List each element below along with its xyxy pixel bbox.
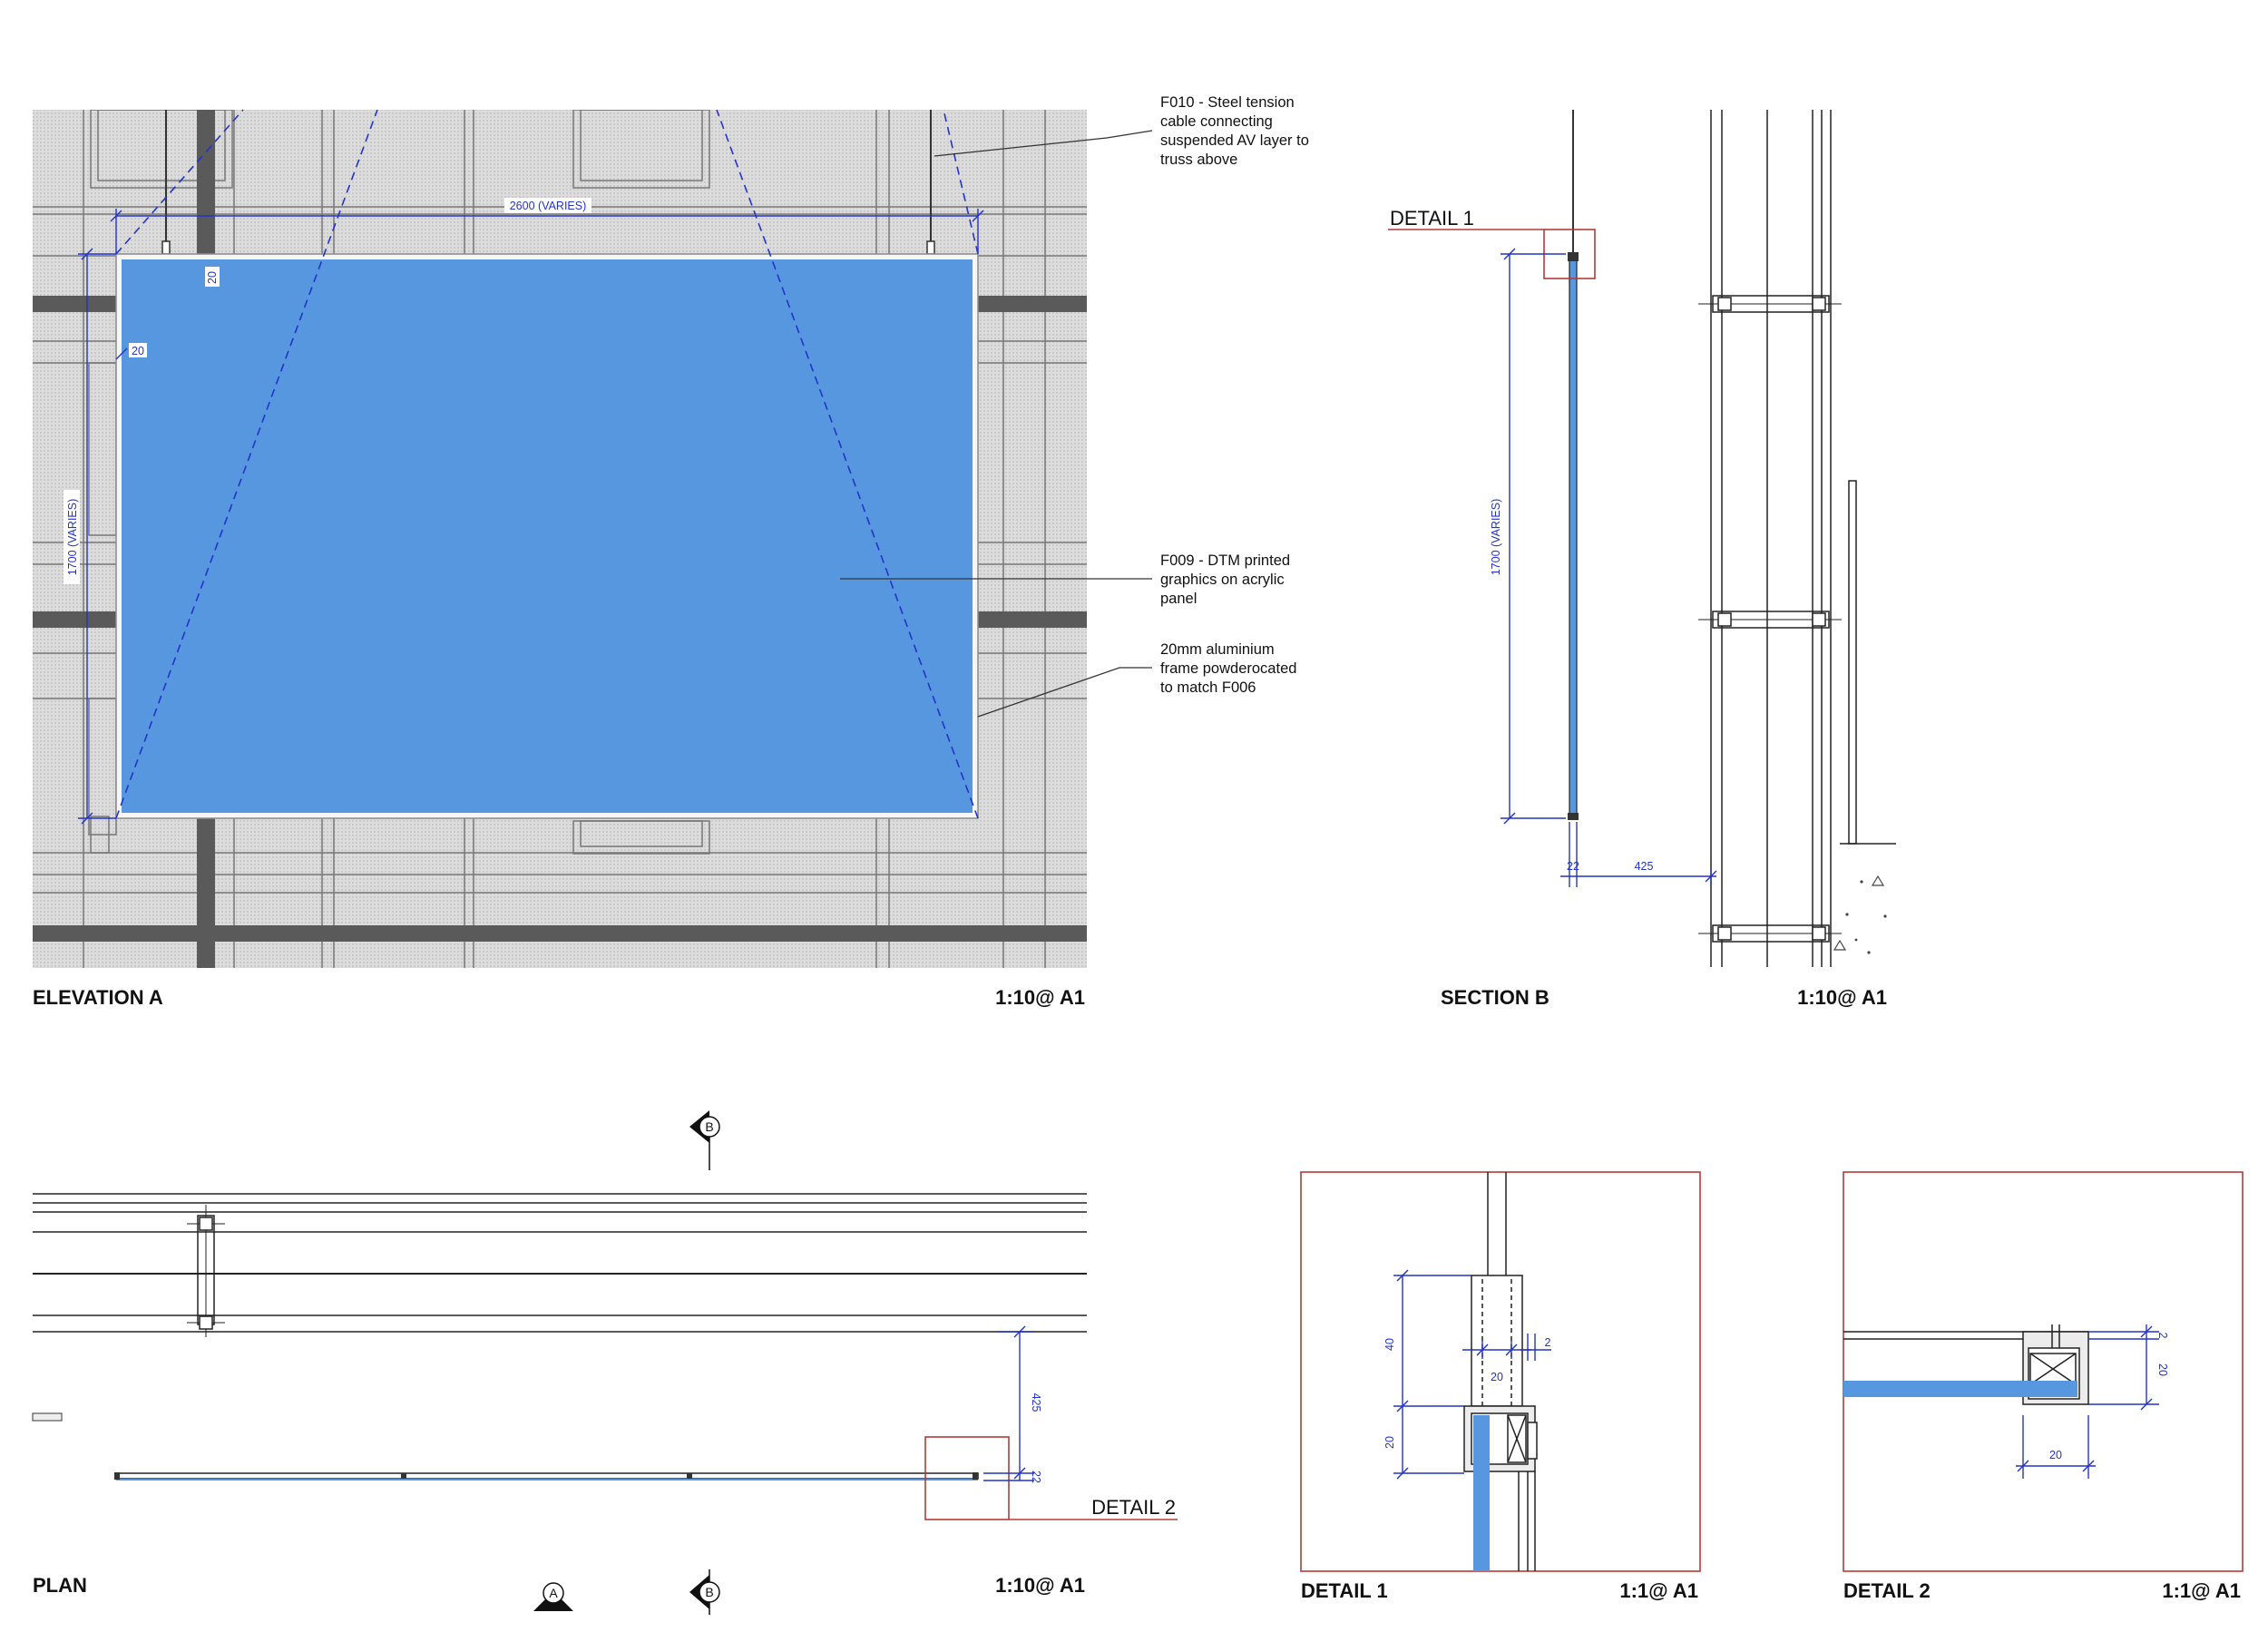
cable-fixing-left	[161, 240, 171, 255]
note-frame-line-3: to match F006	[1160, 679, 1256, 696]
note-f010: F010 - Steel tension cable connecting su…	[1160, 94, 1309, 168]
plan-scale: 1:10@ A1	[995, 1574, 1085, 1597]
elevation-a: 2600 (VARIES) 20 20 1700 (VARIES) F010 -…	[33, 94, 1309, 1009]
note-f010-line-3: suspended AV layer to	[1160, 132, 1309, 149]
cable-fixing-right	[926, 240, 935, 255]
detail-2-scale: 1:1@ A1	[2162, 1579, 2241, 1602]
section-panel-bottom	[1568, 813, 1579, 820]
section-b-title: SECTION B	[1441, 986, 1549, 1009]
dim-height: 1700 (VARIES)	[66, 499, 79, 576]
section-dim-height: 1700 (VARIES)	[1490, 499, 1502, 576]
note-f010-line-4: truss above	[1160, 151, 1237, 168]
dim-width: 2600 (VARIES)	[510, 200, 587, 212]
plan: B DETAIL 2	[32, 1110, 1178, 1615]
detail-2-dim-height: 20	[2156, 1363, 2169, 1376]
detail-2-dim-width: 20	[2049, 1449, 2062, 1461]
section-panel	[1569, 253, 1578, 819]
note-f009: F009 - DTM printed graphics on acrylic p…	[1160, 552, 1290, 607]
section-structure	[1698, 110, 1896, 967]
section-hatch-marks	[1833, 875, 1887, 954]
elevation-a-scale: 1:10@ A1	[995, 986, 1085, 1009]
section-dimensions	[1501, 248, 1717, 887]
note-frame-line-2: frame powderocated	[1160, 660, 1296, 677]
plan-title: PLAN	[33, 1574, 87, 1597]
plan-panel-joints	[114, 1472, 978, 1480]
plan-panel	[115, 1472, 979, 1480]
detail-2-dimensions	[2016, 1324, 2159, 1479]
detail-1-panel	[1473, 1415, 1490, 1571]
dim-frame-top: 20	[206, 271, 219, 284]
dim-height-bg	[64, 490, 80, 584]
section-b: DETAIL 1 1700 (VARIES) 22 425 SECTION B …	[1388, 110, 1896, 1009]
section-marker-a: A	[533, 1582, 573, 1611]
section-marker-b-bottom: B	[689, 1569, 720, 1615]
plan-dimensions	[983, 1325, 1034, 1481]
dim-frame-side: 20	[132, 345, 144, 357]
detail-2-panel	[1843, 1381, 2077, 1397]
detail-1-dimensions	[1393, 1269, 1551, 1480]
acrylic-panel	[122, 259, 973, 813]
section-fixings	[1717, 297, 1826, 941]
section-marker-a-label: A	[549, 1586, 558, 1600]
detail-2-callout-label: DETAIL 2	[1091, 1496, 1176, 1519]
note-f009-line-2: graphics on acrylic	[1160, 572, 1285, 588]
note-frame-line-1: 20mm aluminium	[1160, 641, 1275, 658]
elevation-dimensions	[78, 209, 984, 825]
detail-2-dim-gap: 2	[2156, 1333, 2169, 1339]
section-dim-thickness: 22	[1567, 860, 1579, 873]
detail-1-dim-gap: 2	[1545, 1336, 1551, 1349]
plan-dim-offset: 425	[1030, 1393, 1042, 1412]
detail-1-frame	[1300, 1171, 1701, 1572]
dim-width-bg	[504, 198, 591, 213]
note-f009-line-1: F009 - DTM printed	[1160, 552, 1290, 569]
plan-dim-thickness: 22	[1030, 1471, 1042, 1483]
detail-1-title: DETAIL 1	[1301, 1579, 1388, 1602]
detail-1-dim-top: 40	[1383, 1338, 1396, 1351]
plan-fixings	[199, 1217, 213, 1330]
section-marker-b-bottom-label: B	[705, 1585, 713, 1599]
detail-2-callout-box	[924, 1436, 1010, 1520]
section-marker-b-top-label: B	[705, 1119, 713, 1134]
detail-1-callout-label: DETAIL 1	[1390, 207, 1474, 230]
detail-1-dim-bottom: 20	[1383, 1436, 1396, 1449]
section-dim-offset: 425	[1635, 860, 1654, 873]
note-f010-line-1: F010 - Steel tension	[1160, 94, 1295, 111]
plan-small-element	[32, 1412, 63, 1422]
annotation-leaders	[840, 130, 1153, 718]
detail-1-scale: 1:1@ A1	[1619, 1579, 1698, 1602]
suspension-cables	[165, 110, 932, 245]
section-b-scale: 1:10@ A1	[1797, 986, 1887, 1009]
detail-2: 2 20 20 DETAIL 2 1:1@ A1	[1843, 1171, 2244, 1602]
note-f009-line-3: panel	[1160, 591, 1197, 607]
note-frame: 20mm aluminium frame powderocated to mat…	[1160, 641, 1296, 696]
dashed-opening-lines	[115, 109, 979, 819]
dim-frame-top-bg	[205, 267, 220, 287]
section-panel-top	[1568, 252, 1579, 261]
detail-1: 40 20 20 2 DETAIL 1 1:1@ A1	[1300, 1171, 1701, 1602]
note-f010-line-2: cable connecting	[1160, 113, 1273, 130]
plan-structure	[33, 1193, 1087, 1337]
detail-1-dim-inner: 20	[1491, 1371, 1503, 1383]
detail-2-title: DETAIL 2	[1843, 1579, 1931, 1602]
dim-frame-side-bg	[129, 343, 147, 357]
elevation-a-title: ELEVATION A	[33, 986, 163, 1009]
section-marker-b-top: B	[689, 1110, 720, 1170]
